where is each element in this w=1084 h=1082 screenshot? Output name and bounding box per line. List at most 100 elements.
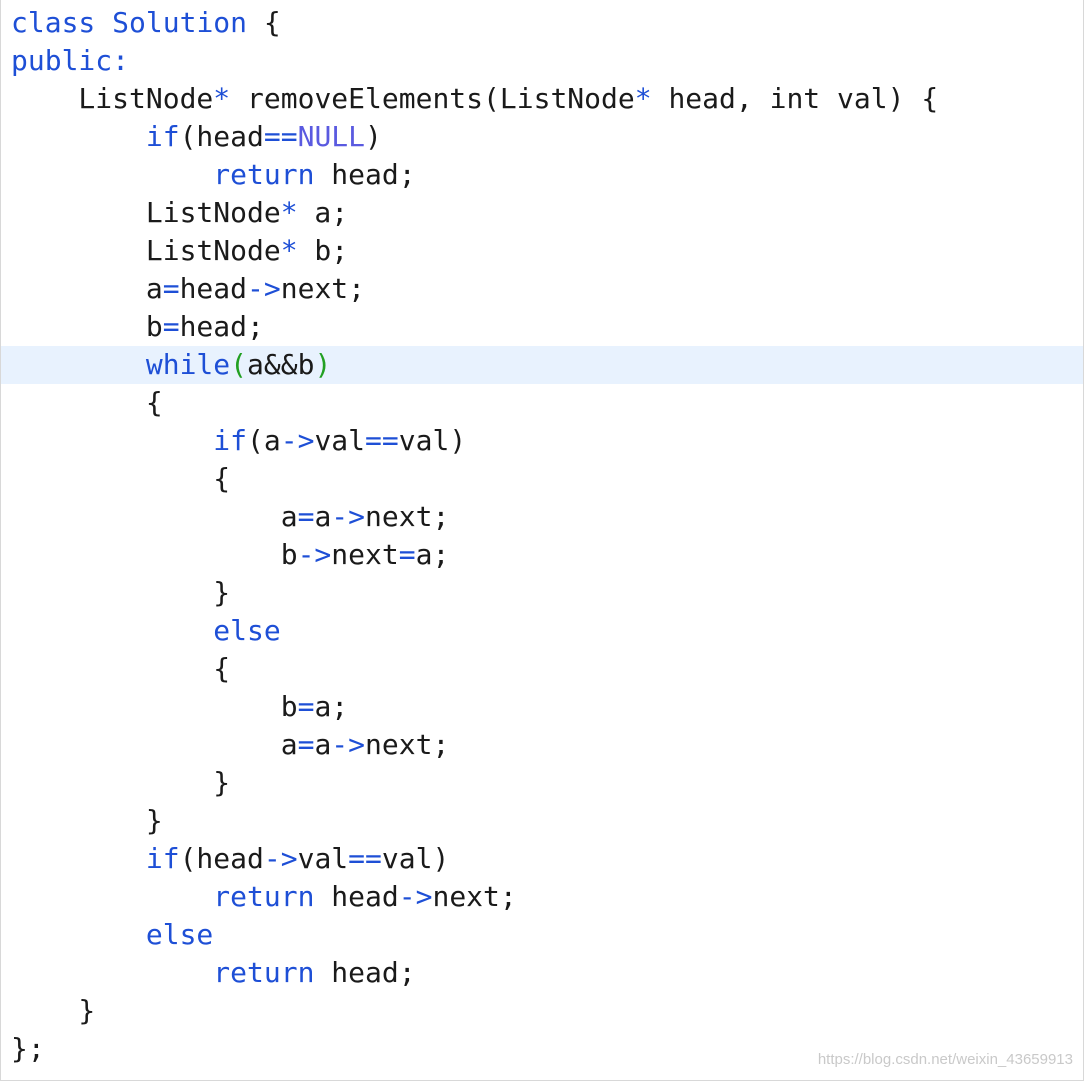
code-line[interactable]: ListNode* b; (11, 232, 1083, 270)
code-token: * (213, 82, 231, 115)
code-token: a (11, 500, 298, 533)
code-token: }; (11, 1032, 45, 1065)
code-line[interactable]: ListNode* removeElements(ListNode* head,… (11, 80, 1083, 118)
code-token: if (213, 424, 248, 457)
code-token: next; (365, 500, 450, 533)
code-token: head (314, 880, 399, 913)
code-token: next; (432, 880, 517, 913)
code-token: Solution (112, 6, 248, 39)
code-token: { (11, 462, 231, 495)
code-token: a; (314, 690, 349, 723)
code-token: = (162, 272, 180, 305)
code-token: val (297, 842, 349, 875)
code-token: -> (331, 728, 366, 761)
code-token: { (11, 652, 231, 685)
code-token: next; (280, 272, 366, 305)
code-token: return (213, 956, 315, 989)
code-line[interactable]: a=a->next; (11, 498, 1083, 536)
code-token: -> (263, 842, 298, 875)
code-token: NULL (297, 120, 366, 153)
code-line-current[interactable]: while(a&&b) (1, 346, 1083, 384)
code-token: = (297, 690, 315, 723)
code-token: * (280, 234, 298, 267)
code-token: head (179, 272, 248, 305)
code-token: } (11, 576, 231, 609)
code-token: -> (297, 538, 332, 571)
code-line[interactable]: if(head==NULL) (11, 118, 1083, 156)
code-token: b (11, 538, 298, 571)
code-line[interactable]: }; (11, 1030, 1083, 1068)
code-token: else (145, 918, 214, 951)
code-token: -> (331, 500, 366, 533)
code-token: -> (398, 880, 433, 913)
code-token: == (348, 842, 382, 875)
code-token: -> (247, 272, 281, 305)
code-line[interactable]: if(head->val==val) (11, 840, 1083, 878)
code-token (95, 6, 112, 39)
code-token: else (213, 614, 281, 647)
code-token: (head (179, 120, 264, 153)
code-line[interactable]: } (11, 764, 1083, 802)
code-token: return (213, 158, 315, 191)
code-line[interactable]: public: (11, 42, 1083, 80)
code-line[interactable]: return head; (11, 156, 1083, 194)
code-token (11, 842, 146, 875)
code-token: == (365, 424, 399, 457)
code-token: public: (11, 44, 130, 77)
code-block[interactable]: class Solution {public: ListNode* remove… (1, 4, 1083, 1068)
code-line[interactable]: return head->next; (11, 878, 1083, 916)
code-token: if (145, 120, 180, 153)
code-token (11, 880, 213, 913)
code-token: head; (314, 158, 416, 191)
code-token: = (162, 310, 180, 343)
code-line[interactable]: return head; (11, 954, 1083, 992)
code-token: val) (381, 842, 450, 875)
code-line[interactable]: } (11, 574, 1083, 612)
watermark: https://blog.csdn.net/weixin_43659913 (817, 1051, 1073, 1068)
code-token (11, 614, 213, 647)
code-token: return (213, 880, 315, 913)
code-token: = (297, 500, 315, 533)
code-line[interactable]: b->next=a; (11, 536, 1083, 574)
code-token: a (314, 500, 332, 533)
code-line[interactable]: else (11, 612, 1083, 650)
code-token (11, 424, 213, 457)
code-line[interactable]: a=a->next; (11, 726, 1083, 764)
code-line[interactable]: { (11, 384, 1083, 422)
code-token: next; (365, 728, 450, 761)
code-line[interactable]: } (11, 992, 1083, 1030)
code-token: = (398, 538, 416, 571)
code-token: a (11, 728, 298, 761)
code-token: head; (179, 310, 264, 343)
code-line[interactable]: if(a->val==val) (11, 422, 1083, 460)
code-token: } (11, 766, 231, 799)
code-token: ListNode (11, 196, 281, 229)
code-token: = (297, 728, 315, 761)
code-token: } (11, 994, 96, 1027)
code-line[interactable]: else (11, 916, 1083, 954)
code-line[interactable]: { (11, 650, 1083, 688)
code-token (11, 348, 146, 381)
code-line[interactable]: a=head->next; (11, 270, 1083, 308)
code-line[interactable]: ListNode* a; (11, 194, 1083, 232)
code-line[interactable]: class Solution { (11, 4, 1083, 42)
code-token: { (11, 386, 163, 419)
code-line[interactable]: b=a; (11, 688, 1083, 726)
code-token: (head (179, 842, 264, 875)
code-token: -> (280, 424, 315, 457)
code-token: while (145, 348, 231, 381)
code-token: a; (415, 538, 450, 571)
code-token: head; (314, 956, 416, 989)
code-line[interactable]: { (11, 460, 1083, 498)
code-token: if (145, 842, 180, 875)
code-token (11, 120, 146, 153)
code-token: ( (230, 348, 248, 381)
code-token: } (11, 804, 163, 837)
code-line[interactable]: b=head; (11, 308, 1083, 346)
code-token: b (11, 690, 298, 723)
code-token: { (247, 6, 281, 39)
code-token: (a (247, 424, 281, 457)
code-line[interactable]: } (11, 802, 1083, 840)
code-token: == (263, 120, 298, 153)
